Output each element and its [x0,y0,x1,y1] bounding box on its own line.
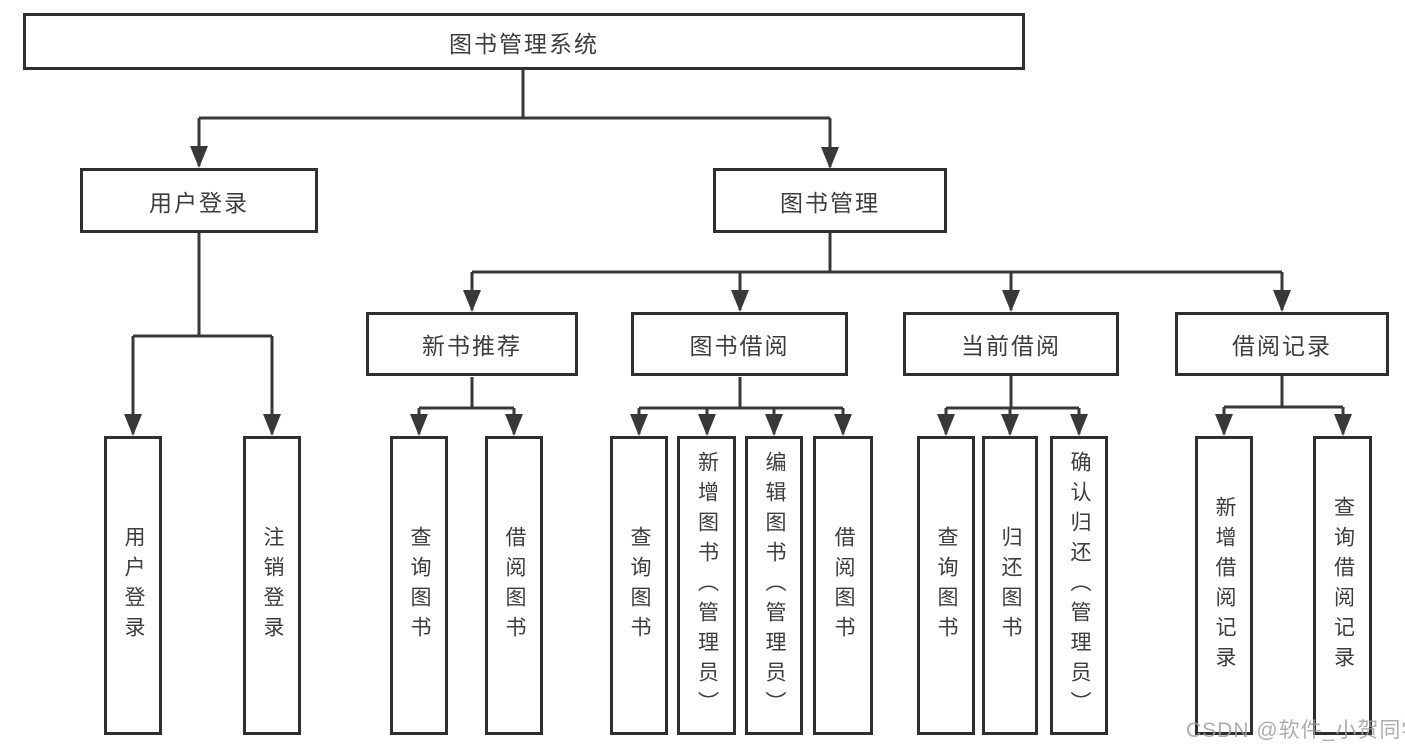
node-label: 用户登录 [122,525,145,646]
node-label: 新增借阅记录 [1213,495,1236,676]
node-label: 查询图书 [628,525,651,646]
node-label: 图书管理系统 [449,30,599,57]
node-label: 用户登录 [149,189,249,216]
node-book-management: 图书管理 [713,168,947,233]
leaf-borrow-books-recommend: 借阅图书 [485,436,543,735]
leaf-add-borrow-record: 新增借阅记录 [1195,436,1253,735]
node-label: 新书推荐 [422,333,522,359]
leaf-borrow-books-borrowing: 借阅图书 [813,436,873,735]
node-user-login: 用户登录 [80,168,318,233]
leaf-return-books: 归还图书 [982,436,1038,735]
node-library-management-system: 图书管理系统 [23,13,1025,70]
leaf-logout: 注销登录 [243,436,301,735]
leaf-query-borrow-record: 查询借阅记录 [1313,436,1372,735]
node-label: 借阅记录 [1232,333,1332,359]
node-new-book-recommendation: 新书推荐 [366,312,578,376]
arrow-down-icon [505,414,523,436]
leaf-query-books-current: 查询图书 [917,436,975,735]
arrow-down-icon [410,414,428,436]
node-label: 图书管理 [780,189,880,216]
arrow-down-icon [1215,414,1233,436]
node-label: 当前借阅 [961,333,1061,359]
arrow-down-icon [124,414,142,436]
connector-path [131,70,1345,434]
leaf-confirm-return-admin: 确认归还（管理员） [1050,436,1108,735]
arrow-down-icon [937,414,955,436]
arrow-down-icon [1070,414,1088,436]
arrow-down-icon [1001,414,1019,436]
node-current-borrowing: 当前借阅 [903,312,1119,376]
node-label: 确认归还（管理员） [1068,450,1091,721]
arrow-down-icon [1002,290,1020,312]
node-label: 查询图书 [408,525,431,646]
node-borrowing-records: 借阅记录 [1175,312,1389,376]
leaf-edit-books-admin: 编辑图书（管理员） [745,436,803,735]
leaf-query-books-recommend: 查询图书 [390,436,448,735]
node-label: 借阅图书 [832,525,855,646]
arrow-down-icon [1273,290,1291,312]
node-label: 编辑图书（管理员） [763,450,786,721]
arrow-down-icon [698,414,716,436]
node-book-borrowing: 图书借阅 [631,312,848,376]
leaf-query-books-borrowing: 查询图书 [610,436,668,735]
arrow-down-icon [834,414,852,436]
arrow-down-icon [731,290,749,312]
node-label: 图书借阅 [689,333,790,359]
arrow-down-icon [630,414,648,436]
node-label: 注销登录 [261,525,284,646]
leaf-add-books-admin: 新增图书（管理员） [677,436,736,735]
node-label: 查询图书 [935,525,958,646]
arrow-down-icon [765,414,783,436]
csdn-watermark: CSDN @软件_小贺同学 [1186,719,1405,742]
node-label: 归还图书 [999,525,1022,646]
node-label: 借阅图书 [503,525,526,646]
arrow-down-icon [1334,414,1352,436]
arrow-down-icon [190,146,208,168]
node-label: 新增图书（管理员） [695,450,719,721]
arrow-down-icon [821,147,839,169]
arrow-down-icon [263,414,281,436]
arrowheads [124,146,1352,436]
leaf-user-login: 用户登录 [104,436,162,735]
node-label: 查询借阅记录 [1331,495,1355,676]
arrow-down-icon [463,290,481,312]
